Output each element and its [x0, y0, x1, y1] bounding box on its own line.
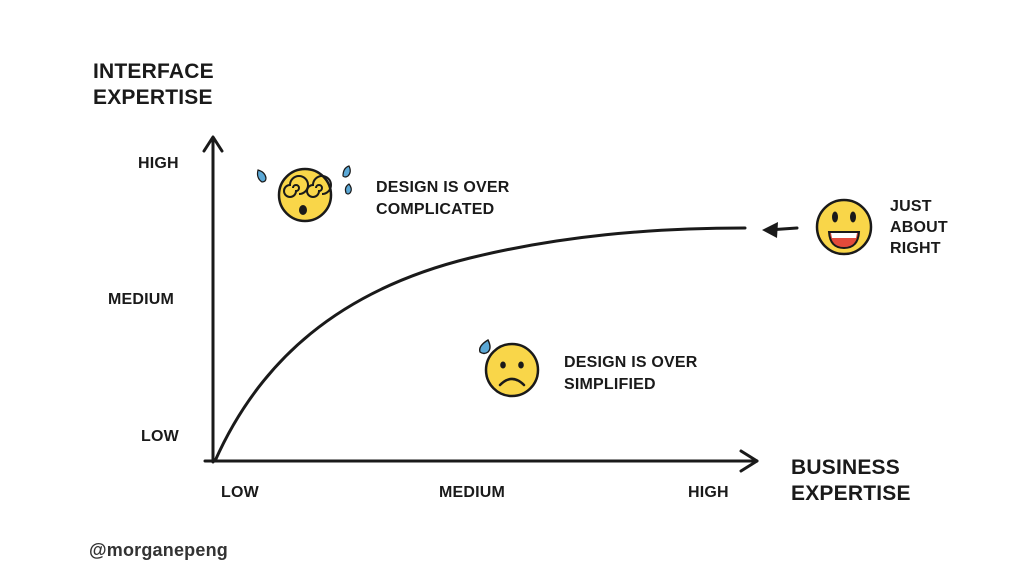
x-tick-high: HIGH — [688, 484, 729, 501]
sad-sweat-face-icon — [478, 339, 540, 398]
expertise-curve — [213, 226, 747, 463]
over-simplified-label: DESIGN IS OVER SIMPLIFIED — [564, 354, 698, 394]
author-credit: @morganepeng — [89, 540, 228, 560]
y-axis-title: INTERFACE EXPERTISE — [93, 60, 214, 110]
y-tick-high: HIGH — [138, 155, 179, 172]
just-right-label: JUST ABOUT RIGHT — [890, 198, 948, 257]
x-tick-low: LOW — [221, 484, 259, 501]
y-tick-medium: MEDIUM — [108, 291, 175, 308]
dizzy-face-icon — [256, 165, 352, 223]
y-axis-arrowhead — [202, 135, 224, 153]
arrow-left-head — [762, 222, 778, 238]
x-axis-arrowhead — [739, 449, 759, 473]
grinning-face-icon — [815, 198, 873, 256]
y-tick-low: LOW — [141, 428, 179, 445]
x-axis-title: BUSINESS EXPERTISE — [791, 456, 911, 506]
x-tick-medium: MEDIUM — [439, 484, 506, 501]
over-complicated-label: DESIGN IS OVER COMPLICATED — [376, 179, 510, 219]
